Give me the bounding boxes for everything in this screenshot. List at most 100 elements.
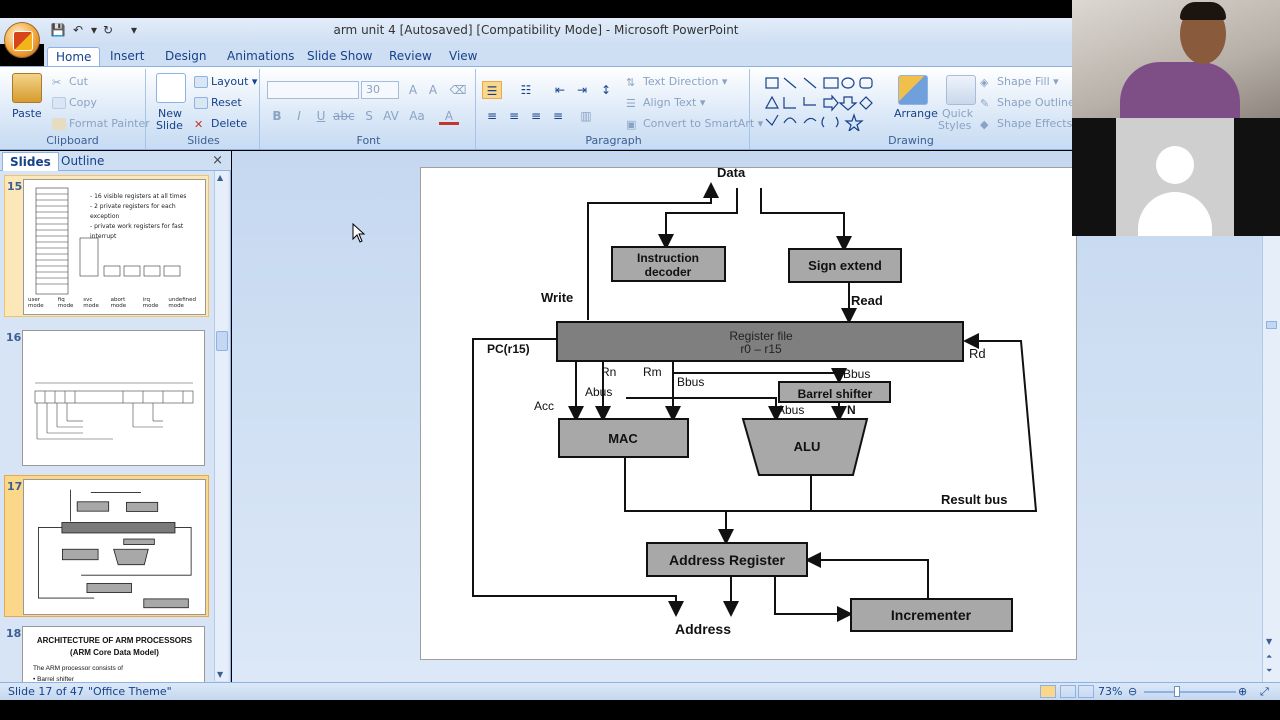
shadow-icon[interactable]: S	[365, 109, 373, 123]
tab-slides[interactable]: Slides	[2, 152, 59, 171]
reset-button[interactable]: Reset	[194, 96, 242, 109]
data-to-decoder-path	[658, 188, 738, 250]
paste-button[interactable]: Paste	[12, 107, 42, 120]
customize-toolbar-icon[interactable]: ▾	[130, 23, 138, 37]
editor-scroll-thumb[interactable]	[1266, 321, 1277, 329]
save-icon[interactable]: 💾	[50, 23, 66, 37]
font-name-combo[interactable]	[267, 81, 359, 99]
fit-to-window-icon[interactable]: ⤢	[1260, 685, 1269, 698]
close-icon[interactable]: ×	[212, 153, 223, 168]
zoom-level[interactable]: 73%	[1098, 685, 1123, 698]
new-slide-button-line1[interactable]: New	[158, 107, 182, 120]
next-slide-icon[interactable]: ⏷	[1266, 666, 1273, 675]
zoom-slider[interactable]	[1144, 691, 1236, 693]
scroll-up-icon[interactable]: ▲	[217, 173, 224, 182]
italic-icon[interactable]: I	[297, 109, 301, 123]
decrease-indent-icon[interactable]: ⇤	[554, 83, 566, 97]
register-file-block	[556, 321, 964, 362]
shape-fill-button[interactable]: ◈Shape Fill ▾	[980, 75, 1059, 89]
change-case-icon[interactable]: Aa	[409, 109, 425, 123]
spacing-icon[interactable]: AV	[383, 109, 399, 123]
delete-icon: ✕	[194, 118, 204, 131]
theme-name: "Office Theme"	[88, 685, 172, 698]
quick-styles-button-line2[interactable]: Styles	[938, 119, 972, 132]
shrink-font-icon[interactable]: A	[428, 83, 438, 97]
slide-thumbnail-18[interactable]: 18 ARCHITECTURE OF ARM PROCESSORS (ARM C…	[4, 623, 209, 683]
tab-review[interactable]: Review	[389, 49, 432, 63]
slide-thumbnail-15[interactable]: 15 - 16 visible registers at all times -…	[4, 175, 209, 317]
delete-button[interactable]: ✕Delete	[194, 117, 248, 131]
align-center-icon[interactable]: ≡	[508, 109, 520, 123]
align-left-icon[interactable]: ≡	[486, 109, 498, 123]
arrange-button[interactable]: Arrange	[894, 107, 938, 120]
quick-styles-button-line1[interactable]: Quick	[942, 107, 974, 120]
register-file-label-1: Register file	[729, 329, 793, 343]
register-diagram-preview	[35, 187, 181, 295]
bold-icon[interactable]: B	[272, 109, 282, 123]
result-bus-label: Result bus	[941, 492, 1007, 507]
zoom-out-icon[interactable]: ⊖	[1128, 685, 1138, 698]
paragraph-label: Paragraph	[585, 134, 642, 147]
tab-slide-show[interactable]: Slide Show	[307, 49, 373, 63]
copy-button[interactable]: Copy	[52, 96, 97, 109]
justify-icon[interactable]: ≡	[552, 109, 564, 123]
arrange-icon	[898, 75, 928, 105]
underline-icon[interactable]: U	[316, 109, 326, 123]
convert-smartart-button[interactable]: ▣Convert to SmartArt ▾	[626, 117, 764, 131]
abus-label-1: Abus	[585, 385, 612, 399]
align-text-button[interactable]: ☰Align Text ▾	[626, 96, 706, 110]
cut-button[interactable]: ✂Cut	[52, 75, 88, 89]
undo-icon[interactable]: ↶	[72, 23, 84, 37]
zoom-in-icon[interactable]: ⊕	[1238, 685, 1248, 698]
previous-slide-icon[interactable]: ⏶	[1266, 652, 1273, 661]
window-title: arm unit 4 [Autosaved] [Compatibility Mo…	[333, 23, 739, 37]
normal-view-icon[interactable]	[1040, 685, 1056, 698]
font-color-icon[interactable]: A	[439, 107, 459, 125]
copy-icon	[52, 97, 66, 109]
new-slide-button-line2[interactable]: Slide	[156, 119, 183, 132]
tab-home[interactable]: Home	[47, 47, 101, 66]
tab-view[interactable]: View	[449, 49, 478, 63]
tab-insert[interactable]: Insert	[110, 49, 145, 63]
redo-icon[interactable]: ↻	[102, 23, 114, 37]
align-right-icon[interactable]: ≡	[530, 109, 542, 123]
current-slide[interactable]: Data Instruction decoder Sign extend Wri…	[420, 165, 1077, 660]
zoom-slider-handle[interactable]	[1174, 686, 1180, 697]
editor-scrollbar[interactable]: ▼ ⏶ ⏷	[1262, 151, 1280, 682]
format-painter-button[interactable]: Format Painter	[52, 117, 150, 130]
office-button[interactable]	[4, 22, 40, 58]
numbering-icon[interactable]: ☷	[520, 83, 532, 97]
text-direction-button[interactable]: ⇅Text Direction ▾	[626, 75, 728, 89]
undo-dropdown-icon[interactable]: ▾	[90, 23, 98, 37]
slide-thumbnail-16[interactable]: 16	[4, 327, 209, 469]
layout-button[interactable]: Layout ▾	[194, 75, 257, 88]
shapes-gallery[interactable]	[764, 75, 884, 131]
tab-design[interactable]: Design	[165, 49, 207, 63]
scroll-down-icon[interactable]: ▼	[1266, 637, 1273, 646]
font-size-combo[interactable]: 30	[361, 81, 399, 99]
shape-effects-button[interactable]: ◆Shape Effects ▾	[980, 117, 1081, 131]
status-bar: Slide 17 of 47 "Office Theme" 73% ⊖ ⊕ ⤢	[0, 682, 1280, 700]
avatar-icon	[1156, 146, 1194, 184]
scroll-down-icon[interactable]: ▼	[217, 670, 224, 679]
tab-outline[interactable]: Outline	[61, 154, 105, 168]
slideshow-view-icon[interactable]	[1078, 685, 1094, 698]
tab-animations[interactable]: Animations	[227, 49, 295, 63]
bullets-icon[interactable]: ☰	[482, 81, 502, 99]
clear-format-icon[interactable]: ⌫	[449, 83, 467, 97]
strikethrough-icon[interactable]: abc	[333, 109, 355, 123]
shape-outline-button[interactable]: ✎Shape Outline	[980, 96, 1075, 110]
increase-indent-icon[interactable]: ⇥	[576, 83, 588, 97]
pane-scroll-thumb[interactable]	[216, 331, 228, 351]
pane-scrollbar[interactable]: ▲ ▼	[214, 171, 228, 681]
office-logo-icon	[13, 31, 33, 51]
read-label: Read	[851, 293, 883, 308]
slide-thumbnail-17[interactable]: 17	[4, 475, 209, 617]
columns-icon[interactable]: ▥	[580, 109, 592, 123]
presenter-webcam	[1072, 0, 1280, 118]
line-spacing-icon[interactable]: ↕	[600, 83, 612, 97]
slides-pane: Slides Outline × 15 - 16 visible regis	[0, 151, 231, 683]
slide-sorter-icon[interactable]	[1060, 685, 1076, 698]
grow-font-icon[interactable]: A	[408, 83, 418, 97]
mac-label: MAC	[608, 431, 638, 446]
